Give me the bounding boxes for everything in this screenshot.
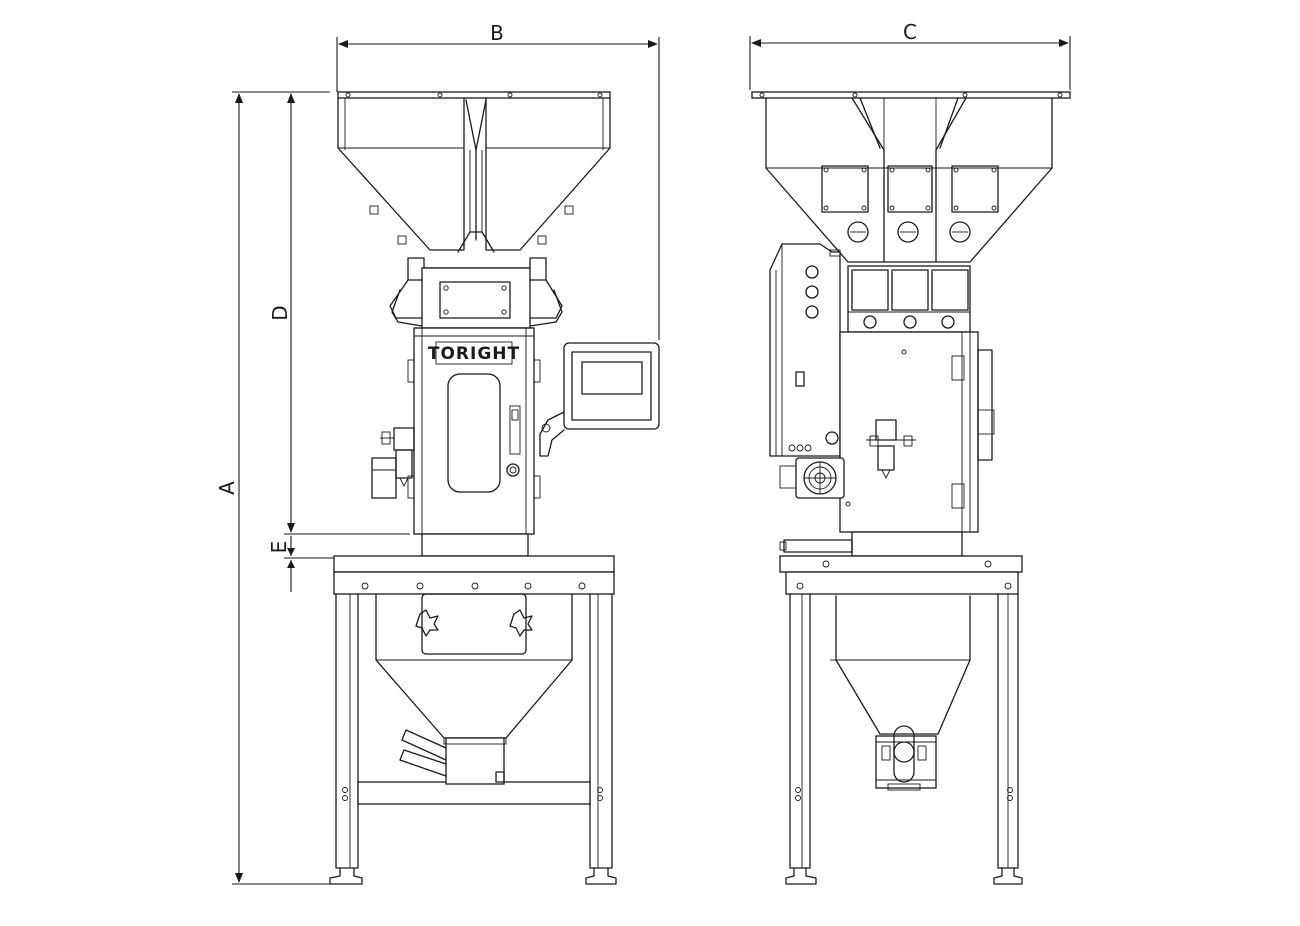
- side-mixing-hopper: [830, 595, 971, 791]
- side-valve-block: [847, 265, 971, 333]
- front-stand: [329, 555, 617, 885]
- front-dosing-unit: [389, 257, 563, 329]
- front-mixing-hopper: [375, 593, 573, 785]
- side-view: [751, 91, 1071, 885]
- dimension-lines: B C A D E: [215, 20, 1071, 885]
- side-stand: [779, 555, 1023, 885]
- front-air-regulator: [371, 427, 415, 499]
- dimension-d: D: [268, 93, 410, 535]
- dimension-label-a: A: [215, 481, 239, 495]
- dimension-label-c: C: [903, 20, 917, 44]
- side-control-box: [769, 243, 841, 457]
- front-hopper: [337, 91, 611, 253]
- dimension-label-e: E: [267, 541, 291, 554]
- dimension-b: B: [336, 21, 660, 340]
- dimension-e: E: [267, 536, 334, 592]
- brand-logo: TORIGHT: [428, 344, 520, 364]
- side-fan-motor: [779, 457, 845, 499]
- dimension-label-d: D: [268, 305, 292, 320]
- front-view: TORIGHT: [329, 91, 660, 885]
- front-cabinet: TORIGHT: [407, 327, 541, 557]
- dimension-c: C: [749, 20, 1071, 90]
- side-cabinet: [779, 331, 995, 557]
- side-hopper: [751, 91, 1071, 263]
- front-control-panel: [539, 342, 660, 457]
- dimension-label-b: B: [490, 21, 504, 45]
- dimension-a: A: [215, 91, 330, 885]
